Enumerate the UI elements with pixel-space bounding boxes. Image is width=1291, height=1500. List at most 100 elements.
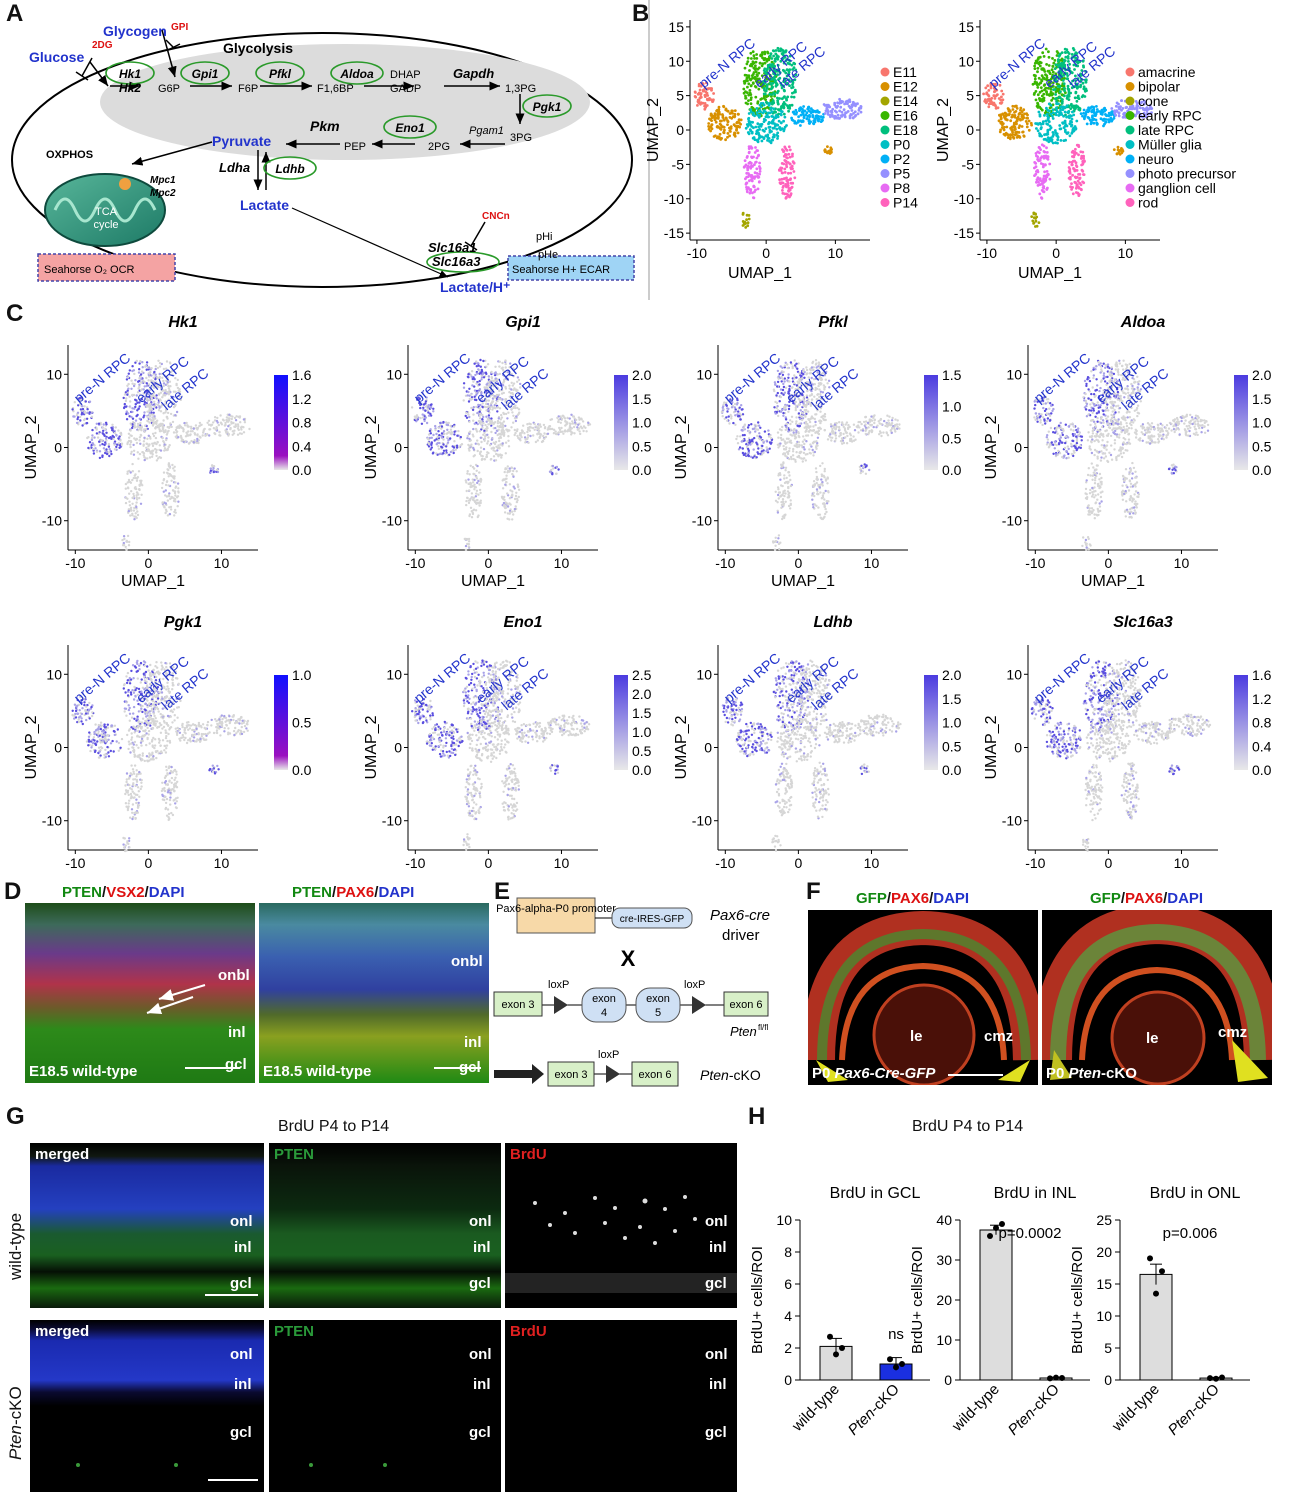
umap-point bbox=[1079, 187, 1083, 191]
umap-point bbox=[220, 423, 224, 426]
umap-point bbox=[1046, 119, 1050, 122]
umap-point bbox=[750, 146, 754, 150]
umap-point bbox=[753, 138, 757, 142]
umap-point bbox=[152, 416, 155, 419]
umap-point bbox=[506, 505, 510, 508]
umap-point bbox=[722, 403, 725, 406]
y-axis-label: UMAP_2 bbox=[673, 415, 690, 479]
umap-point bbox=[699, 92, 703, 95]
umap-point bbox=[496, 406, 500, 409]
umap-point bbox=[234, 419, 238, 422]
umap-point bbox=[792, 170, 796, 173]
umap-point bbox=[793, 78, 797, 82]
umap-point bbox=[1140, 100, 1143, 104]
umap-point bbox=[1042, 190, 1045, 194]
umap-point bbox=[162, 471, 166, 474]
umap-point bbox=[478, 410, 481, 413]
umap-point bbox=[755, 80, 759, 83]
glycolysis-pathway-diagram: Glycolysis Glucose Glycogen 2DG GPI Hk1 … bbox=[11, 22, 635, 295]
umap-point bbox=[852, 112, 855, 115]
umap-point bbox=[1068, 134, 1072, 138]
umap-point bbox=[486, 363, 490, 366]
umap-point bbox=[737, 118, 741, 122]
umap-point bbox=[415, 415, 418, 418]
umap-point bbox=[734, 423, 737, 426]
umap-point bbox=[136, 451, 139, 454]
umap-point bbox=[766, 67, 769, 71]
umap-point bbox=[102, 423, 105, 426]
umap-point bbox=[138, 496, 141, 500]
umap-point bbox=[988, 99, 991, 103]
umap-point bbox=[770, 93, 774, 96]
umap-point bbox=[132, 453, 136, 456]
umap-point bbox=[465, 503, 468, 507]
umap-point bbox=[473, 362, 476, 365]
umap-point bbox=[76, 411, 80, 414]
y-axis-label: UMAP_2 bbox=[363, 415, 380, 479]
umap-point bbox=[126, 497, 129, 500]
umap-point bbox=[147, 403, 150, 407]
umap-point bbox=[1051, 108, 1055, 111]
umap-point bbox=[755, 132, 758, 136]
legend-label: neuro bbox=[1138, 151, 1174, 167]
umap-point bbox=[1083, 89, 1087, 93]
umap-point bbox=[775, 56, 778, 60]
umap-point bbox=[738, 414, 741, 418]
umap-point bbox=[1057, 70, 1061, 74]
umap-point bbox=[994, 94, 998, 98]
umap-point bbox=[1054, 97, 1057, 101]
umap-point bbox=[152, 411, 155, 414]
umap-point bbox=[440, 427, 443, 430]
umap-point bbox=[228, 413, 231, 416]
umap-point bbox=[1034, 152, 1038, 155]
umap-point bbox=[454, 448, 457, 451]
umap-point bbox=[733, 112, 737, 116]
umap-point bbox=[838, 116, 842, 120]
umap-point bbox=[771, 126, 775, 130]
umap-point bbox=[124, 487, 128, 490]
umap-point bbox=[502, 504, 506, 507]
umap-point bbox=[172, 406, 176, 409]
umap-point bbox=[1049, 92, 1052, 96]
umap-point bbox=[139, 433, 142, 437]
umap-point bbox=[771, 99, 775, 103]
umap-point bbox=[105, 423, 108, 426]
umap-point bbox=[470, 516, 474, 519]
umap-point bbox=[759, 98, 763, 101]
umap-point bbox=[728, 129, 732, 133]
umap-point bbox=[1022, 134, 1026, 138]
umap-point bbox=[747, 112, 751, 115]
umap-point bbox=[1084, 70, 1087, 73]
umap-point bbox=[788, 155, 792, 159]
umap-point bbox=[446, 436, 449, 439]
umap-point bbox=[468, 514, 471, 518]
umap-point bbox=[506, 492, 509, 495]
color-bar bbox=[274, 375, 288, 470]
umap-point bbox=[137, 387, 140, 390]
umap-point bbox=[134, 486, 137, 489]
umap-point bbox=[1107, 120, 1111, 124]
umap-point bbox=[83, 405, 86, 408]
umap-point bbox=[1045, 106, 1048, 110]
umap-point bbox=[1104, 113, 1107, 116]
umap-point bbox=[559, 430, 562, 434]
umap-point bbox=[772, 54, 775, 58]
umap-point bbox=[1075, 82, 1079, 86]
umap-point bbox=[80, 411, 84, 415]
umap-point bbox=[141, 361, 144, 364]
y-tick-label: 10 bbox=[696, 366, 712, 382]
umap-point bbox=[1009, 119, 1013, 123]
umap-point bbox=[745, 445, 749, 449]
umap-point bbox=[1069, 107, 1073, 110]
umap-point bbox=[117, 442, 121, 445]
umap-point bbox=[766, 139, 769, 142]
umap-point bbox=[1075, 169, 1079, 172]
umap-point bbox=[780, 166, 784, 170]
umap-point bbox=[204, 434, 207, 437]
umap-point bbox=[479, 499, 482, 502]
umap-point bbox=[783, 159, 787, 162]
umap-point bbox=[1087, 106, 1090, 110]
umap-point bbox=[105, 431, 108, 434]
umap-point bbox=[1059, 90, 1062, 94]
umap-point bbox=[813, 109, 817, 113]
